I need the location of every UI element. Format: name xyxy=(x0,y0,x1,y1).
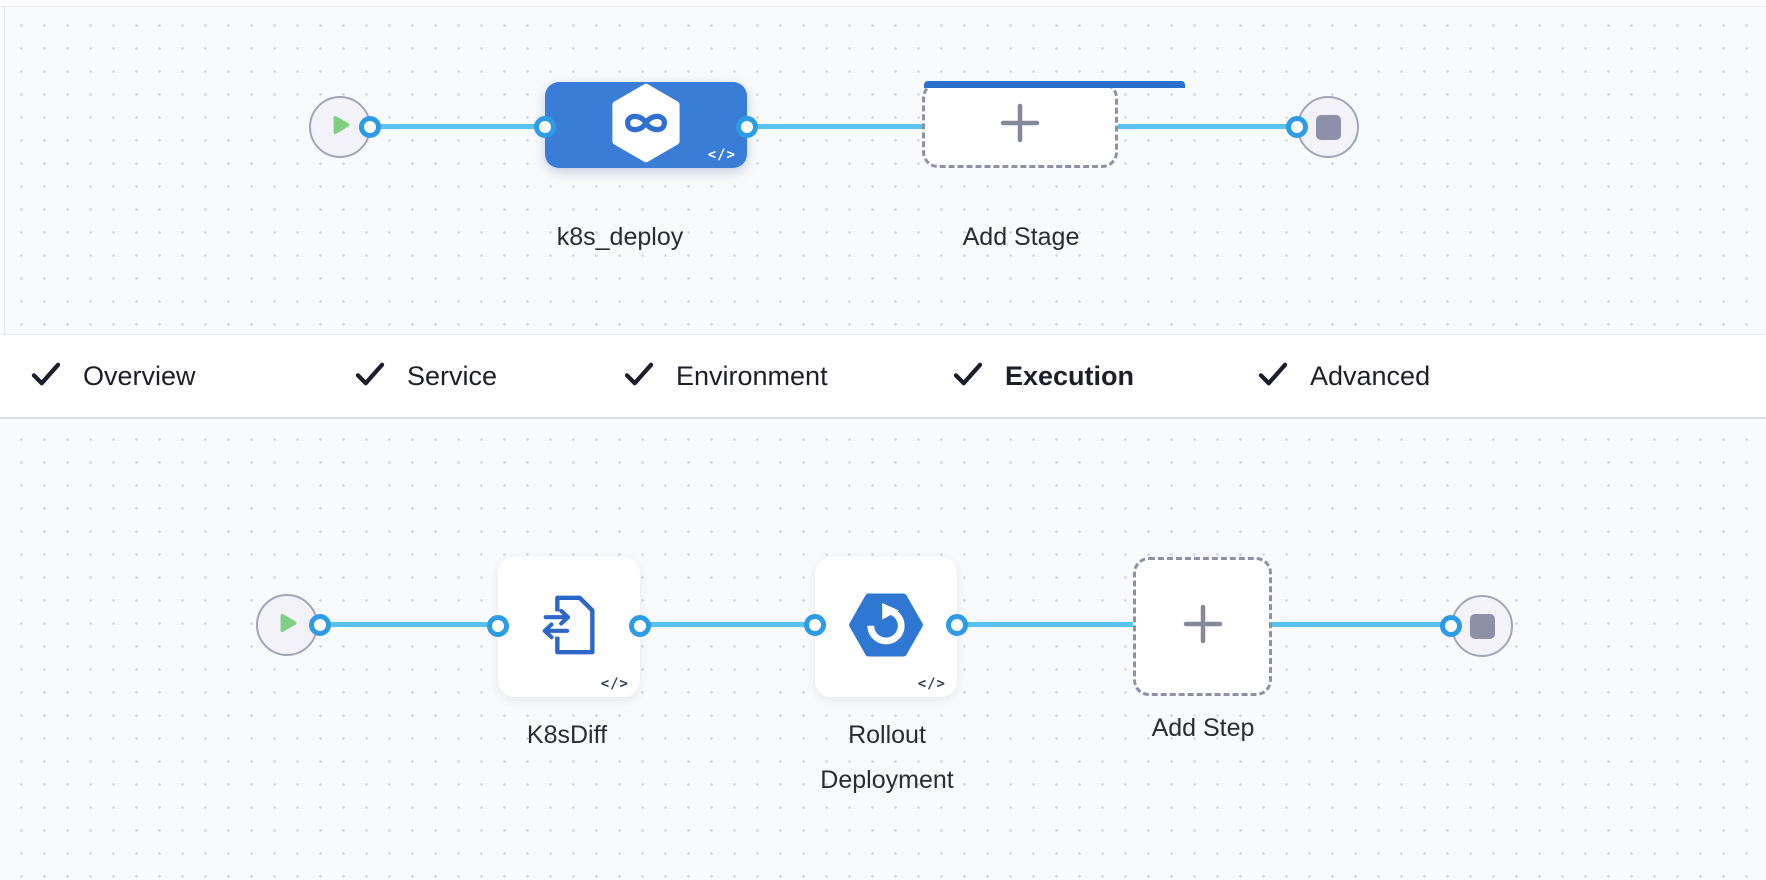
active-tab-underline xyxy=(924,81,1185,88)
end-node-in-port[interactable] xyxy=(1286,116,1308,138)
tab-label: Environment xyxy=(676,360,828,391)
k8sdiff-in-port[interactable] xyxy=(487,615,509,637)
add-stage-label[interactable]: Add Stage xyxy=(962,223,1080,251)
check-icon xyxy=(353,357,387,396)
rollout-deployment-icon xyxy=(848,587,924,668)
add-step-button[interactable] xyxy=(1133,557,1272,696)
code-icon[interactable]: </> xyxy=(917,676,946,692)
stage-node-out-port[interactable] xyxy=(736,116,758,138)
stage-node-in-port[interactable] xyxy=(534,116,556,138)
check-icon xyxy=(29,357,63,396)
pipeline-end-node[interactable] xyxy=(1297,96,1359,158)
k8s-stage-icon xyxy=(606,83,686,168)
k8sdiff-out-port[interactable] xyxy=(629,615,651,637)
tab-execution[interactable]: Execution xyxy=(951,335,1134,417)
play-icon xyxy=(273,609,301,642)
stop-icon xyxy=(1469,613,1495,639)
tab-label: Execution xyxy=(1005,360,1135,391)
code-icon[interactable]: </> xyxy=(707,147,736,163)
add-step-label[interactable]: Add Step xyxy=(1151,714,1255,742)
stage-connector-line xyxy=(370,124,1297,129)
stage-node-k8s-deploy[interactable]: </> xyxy=(545,82,747,168)
check-icon xyxy=(1256,357,1290,396)
tab-overview[interactable]: Overview xyxy=(29,335,196,417)
tab-label: Advanced xyxy=(1310,360,1431,391)
plus-icon xyxy=(996,99,1044,152)
left-divider xyxy=(4,7,5,334)
add-stage-button[interactable] xyxy=(922,82,1118,168)
code-icon[interactable]: </> xyxy=(600,676,629,692)
tab-environment[interactable]: Environment xyxy=(622,335,828,417)
stage-config-tabbar: Overview Service Environment Execution A… xyxy=(0,334,1766,419)
start-node-out-port[interactable] xyxy=(359,116,381,138)
tab-service[interactable]: Service xyxy=(353,335,497,417)
step-node-rollout-deployment[interactable]: </> xyxy=(815,557,957,697)
tab-advanced[interactable]: Advanced xyxy=(1256,335,1430,417)
k8s-diff-icon xyxy=(536,590,602,665)
play-icon xyxy=(326,111,354,144)
top-divider xyxy=(0,0,1766,7)
step-label-rollout-deployment[interactable]: Rollout Deployment xyxy=(820,721,954,794)
execution-start-out-port[interactable] xyxy=(309,614,331,636)
plus-icon xyxy=(1179,600,1227,653)
check-icon xyxy=(622,357,656,396)
stage-name-label[interactable]: k8s_deploy xyxy=(556,223,684,251)
step-node-k8sdiff[interactable]: </> xyxy=(498,557,640,697)
check-icon xyxy=(951,357,985,396)
step-label-k8sdiff[interactable]: K8sDiff xyxy=(526,721,608,749)
tab-label: Overview xyxy=(83,360,196,391)
tab-label: Service xyxy=(407,360,498,391)
rollout-in-port[interactable] xyxy=(804,614,826,636)
rollout-out-port[interactable] xyxy=(946,614,968,636)
stop-icon xyxy=(1315,114,1341,140)
execution-end-in-port[interactable] xyxy=(1440,615,1462,637)
